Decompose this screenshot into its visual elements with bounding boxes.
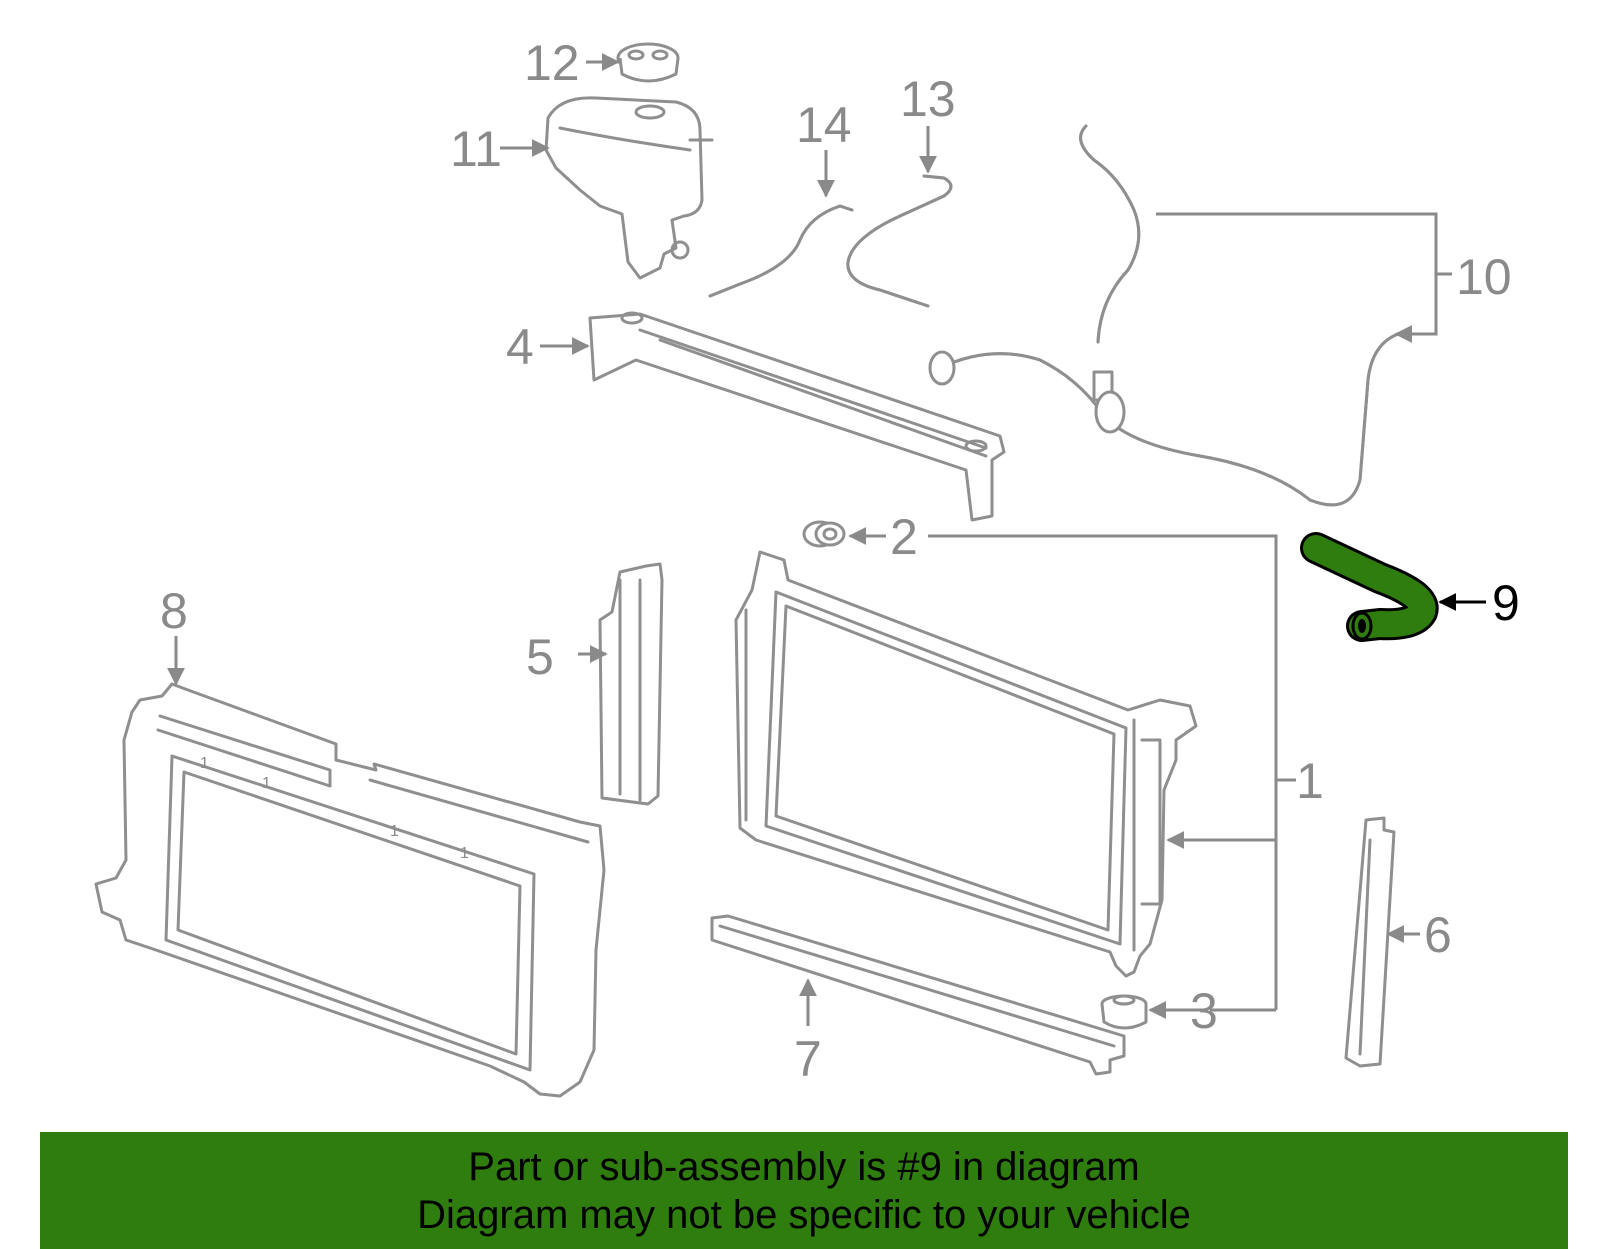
part-7-lower-baffle[interactable]	[710, 914, 1126, 1076]
part-11-coolant-reservoir[interactable]	[544, 96, 714, 280]
info-banner: Part or sub-assembly is #9 in diagram Di…	[40, 1132, 1568, 1249]
callout-10: 10	[1456, 249, 1512, 305]
frame-mark: 1	[200, 755, 209, 772]
frame-mark: 1	[460, 845, 469, 862]
banner-line-disclaimer: Diagram may not be specific to your vehi…	[417, 1192, 1191, 1237]
part-2-upper-insulator[interactable]	[802, 520, 846, 548]
callout-13: 13	[900, 71, 956, 127]
callout-1: 1	[1296, 753, 1324, 809]
callout-labels: 12 11 14 13 10 4 2 9 8 5 1 6 3 7	[160, 35, 1520, 1087]
part-5-side-baffle[interactable]	[598, 562, 664, 806]
part-12-reservoir-cap[interactable]	[616, 42, 680, 83]
callout-7: 7	[794, 1031, 822, 1087]
part-8-mounting-frame[interactable]: 1 1 1 1	[94, 682, 606, 1098]
part-3-lower-insulator[interactable]	[1100, 994, 1148, 1030]
callout-3: 3	[1190, 983, 1218, 1039]
callout-12: 12	[524, 35, 580, 91]
frame-mark: 1	[262, 775, 271, 792]
frame-mark: 1	[390, 823, 399, 840]
callout-8: 8	[160, 583, 188, 639]
part-10-radiator-hoses[interactable]	[928, 124, 1400, 507]
leader-lines	[167, 53, 1486, 1026]
callout-4: 4	[506, 319, 534, 375]
part-9-highlighted-hose[interactable]	[1300, 532, 1439, 642]
banner-line-part-number: Part or sub-assembly is #9 in diagram	[468, 1144, 1140, 1189]
callout-11: 11	[450, 121, 502, 177]
callout-5: 5	[526, 629, 554, 685]
part-13-hose[interactable]	[846, 174, 953, 308]
part-1-radiator[interactable]	[734, 550, 1198, 978]
callout-2: 2	[890, 509, 918, 565]
callout-6: 6	[1424, 907, 1452, 963]
part-14-hose[interactable]	[708, 204, 854, 298]
callout-14: 14	[796, 97, 852, 153]
part-6-side-seal[interactable]	[1344, 816, 1396, 1068]
part-4-upper-support[interactable]	[588, 311, 1006, 522]
callout-9: 9	[1492, 575, 1520, 631]
